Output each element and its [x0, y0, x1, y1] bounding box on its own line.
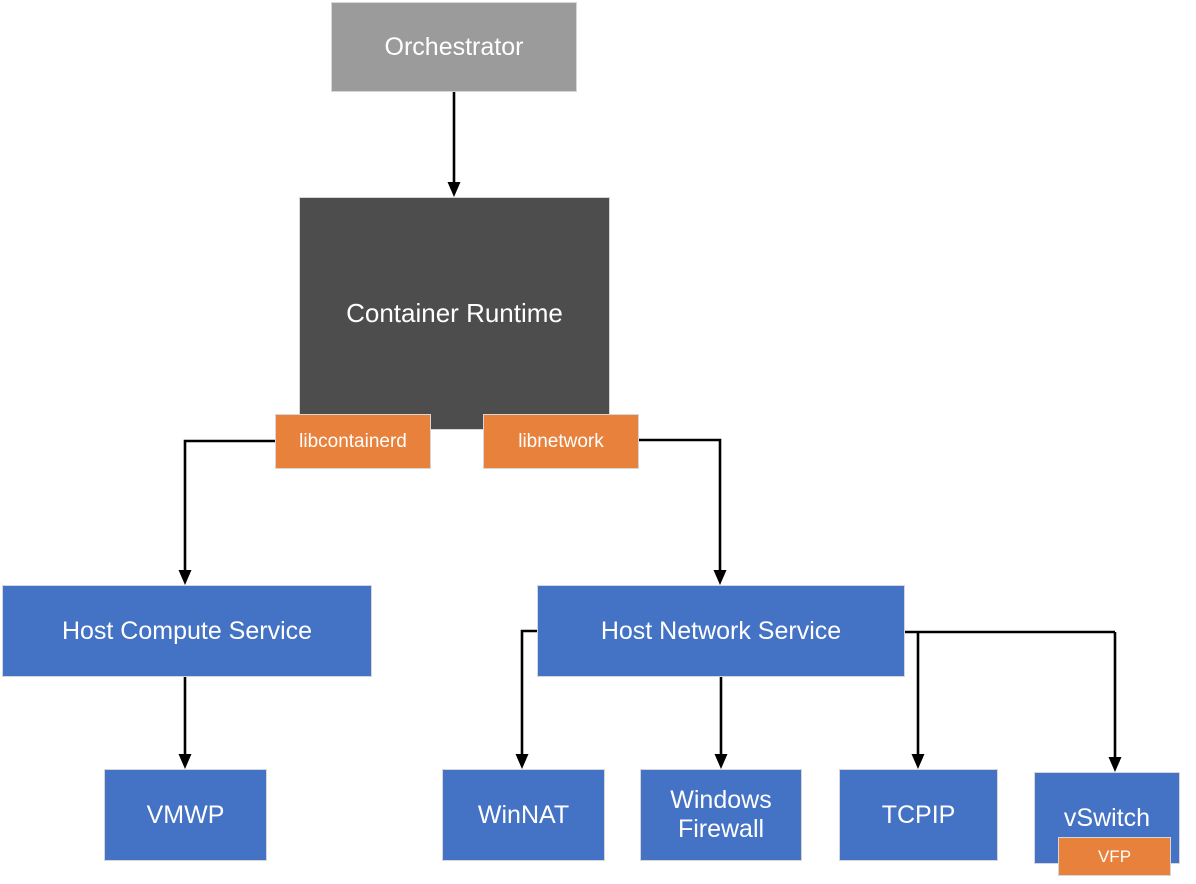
node-orchestrator: Orchestrator [331, 2, 577, 92]
node-libnetwork-label: libnetwork [518, 430, 604, 452]
edge-libnetwork-to-host-network-service [639, 438, 727, 585]
node-vmwp-label: VMWP [146, 800, 225, 829]
node-host-network-service-label: Host Network Service [600, 616, 842, 645]
node-tcpip-label: TCPIP [881, 800, 956, 829]
node-orchestrator-label: Orchestrator [384, 32, 524, 61]
node-winnat-label: WinNAT [477, 800, 570, 829]
node-libcontainerd: libcontainerd [275, 414, 431, 469]
node-host-compute-service-label: Host Compute Service [61, 616, 313, 645]
node-libnetwork: libnetwork [483, 414, 639, 469]
node-vfp-label: VFP [1097, 846, 1132, 866]
node-windows-firewall: Windows Firewall [640, 769, 802, 861]
node-vfp: VFP [1058, 837, 1171, 876]
node-libcontainerd-label: libcontainerd [299, 430, 407, 452]
node-container-runtime: Container Runtime [299, 197, 610, 430]
node-container-runtime-label: Container Runtime [346, 297, 563, 328]
node-vswitch-label: vSwitch [1063, 803, 1151, 832]
edge-libcontainerd-to-host-compute-service [178, 439, 275, 585]
node-windows-firewall-label: Windows Firewall [670, 786, 772, 843]
node-winnat: WinNAT [442, 769, 605, 861]
edge-host-network-service-to-winnat [515, 629, 537, 769]
node-tcpip: TCPIP [839, 769, 998, 861]
node-host-compute-service: Host Compute Service [2, 585, 372, 677]
node-host-network-service: Host Network Service [537, 585, 905, 677]
node-vmwp: VMWP [104, 769, 267, 861]
